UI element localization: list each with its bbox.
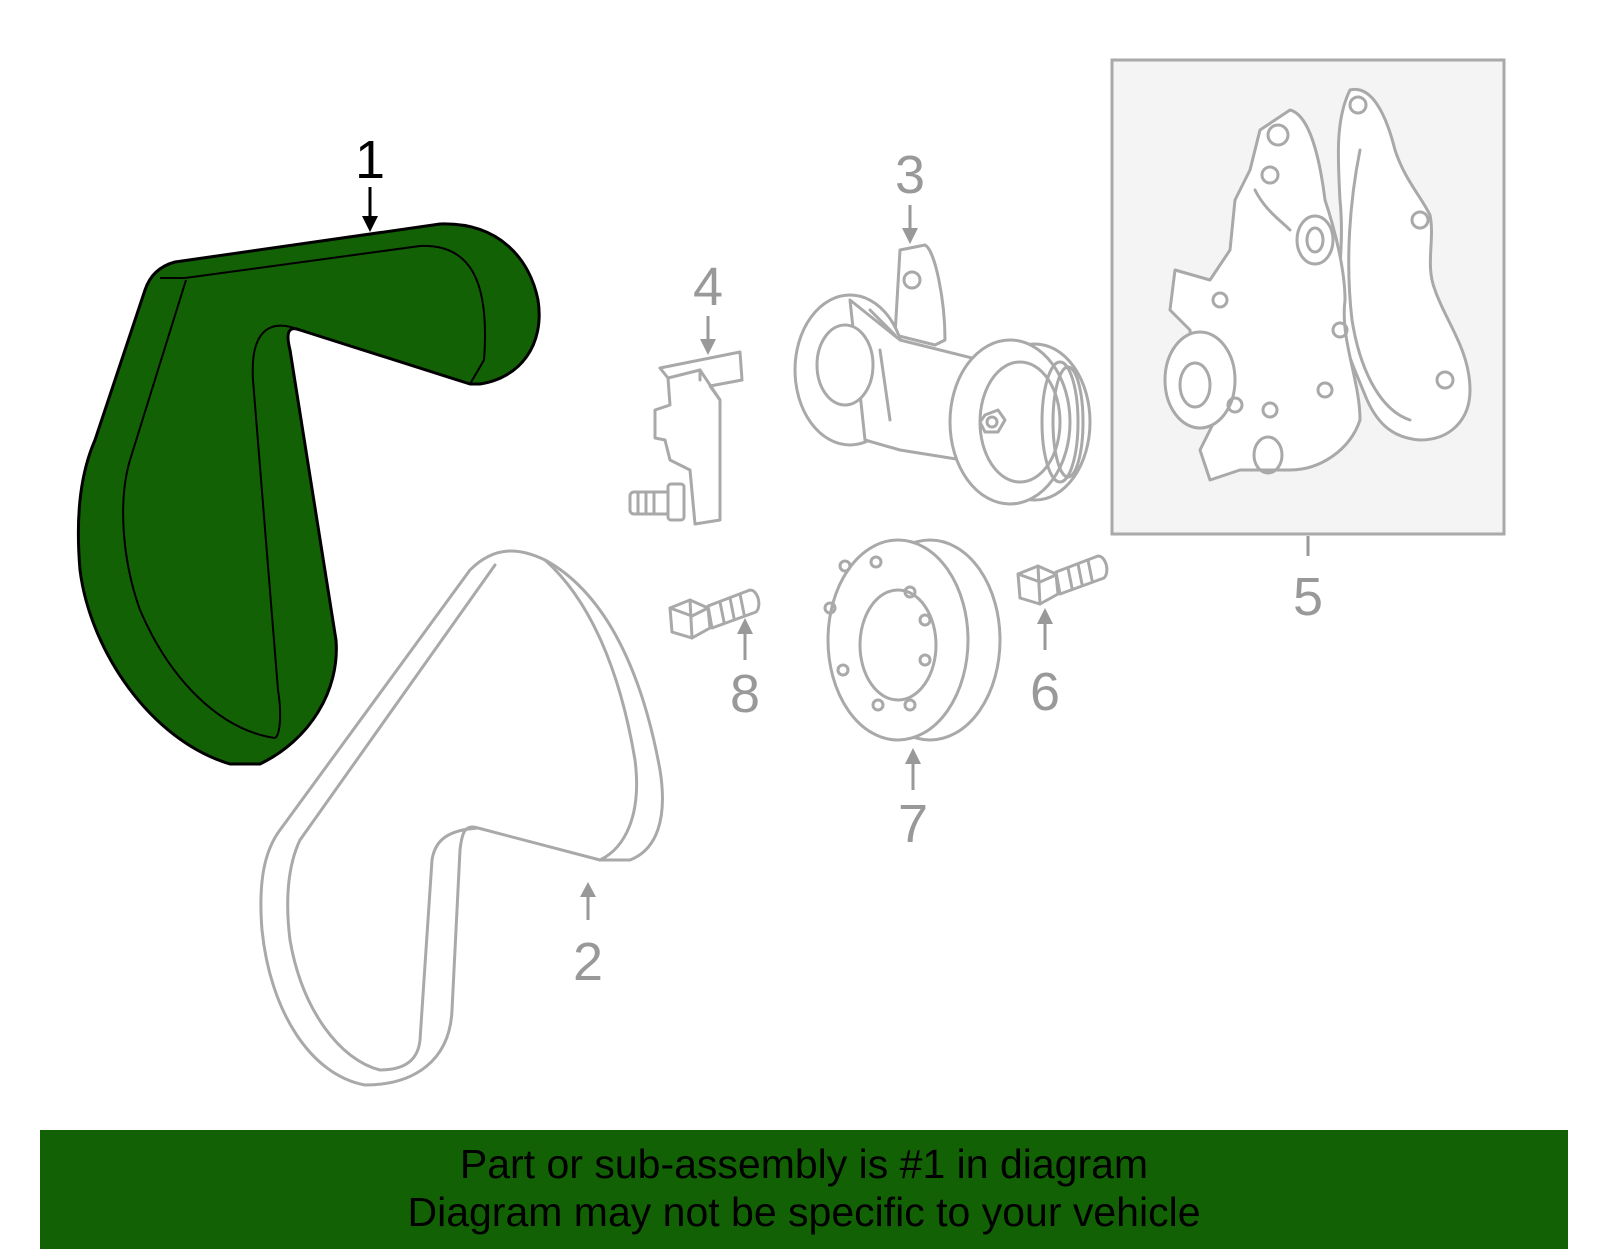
footer-line-2: Diagram may not be specific to your vehi…: [407, 1189, 1201, 1235]
callout-3: 3: [895, 145, 925, 244]
callout-3-number: 3: [895, 145, 925, 205]
callout-1: 1: [355, 130, 385, 232]
callout-8: 8: [730, 618, 760, 724]
callout-6: 6: [1030, 608, 1060, 722]
part-4-bracket[interactable]: [628, 350, 744, 526]
callout-5-number: 5: [1293, 567, 1323, 627]
part-6-bolt[interactable]: [1016, 554, 1109, 606]
footer-banner: Part or sub-assembly is #1 in diagram Di…: [40, 1130, 1568, 1249]
callout-2-number: 2: [573, 932, 603, 992]
callout-8-number: 8: [730, 664, 760, 724]
callout-7-number: 7: [898, 794, 928, 854]
callout-6-number: 6: [1030, 662, 1060, 722]
callout-4: 4: [693, 257, 723, 355]
part-5-water-pump[interactable]: [1110, 58, 1506, 536]
part-2-belt[interactable]: [259, 549, 664, 1087]
footer-line-1: Part or sub-assembly is #1 in diagram: [459, 1141, 1149, 1187]
callout-2: 2: [573, 882, 603, 992]
part-1-belt-highlighted[interactable]: [76, 222, 541, 766]
callout-1-number: 1: [355, 130, 385, 190]
part-8-bolt[interactable]: [668, 588, 761, 640]
part-7-pulley[interactable]: [823, 538, 1002, 742]
callout-4-number: 4: [693, 257, 723, 317]
callout-7: 7: [898, 748, 928, 854]
callout-5: 5: [1293, 536, 1323, 627]
part-3-tensioner[interactable]: [793, 243, 1092, 506]
